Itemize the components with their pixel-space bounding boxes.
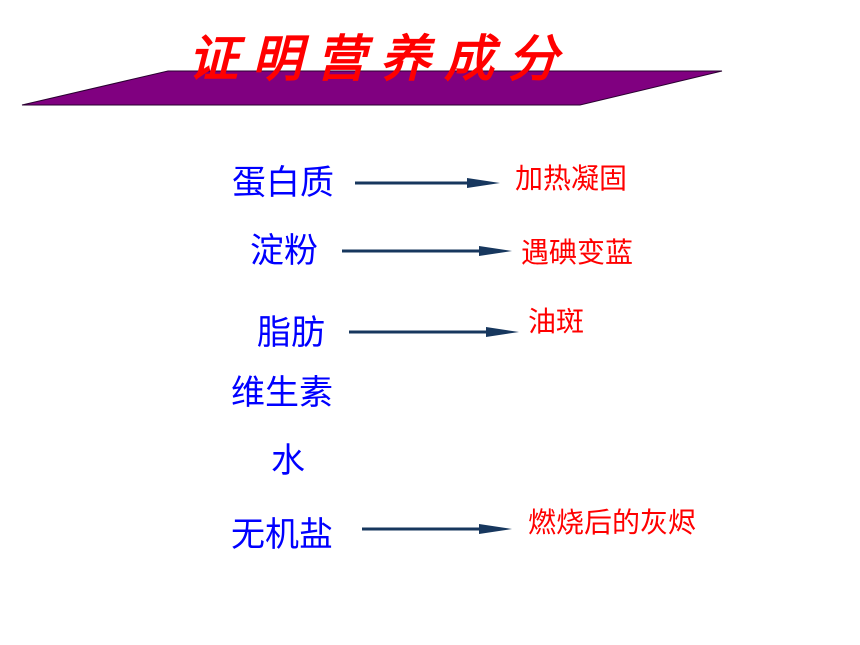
arrow-icon	[342, 246, 512, 256]
result-starch: 遇碘变蓝	[521, 236, 634, 269]
term-fat: 脂肪	[257, 313, 325, 353]
result-fat: 油斑	[528, 305, 585, 338]
term-water: 水	[271, 441, 305, 481]
term-minerals: 无机盐	[231, 515, 333, 555]
page-title: 证明营养成分	[188, 30, 572, 88]
term-protein: 蛋白质	[232, 163, 334, 203]
arrow-icon	[349, 327, 519, 337]
result-minerals: 燃烧后的灰烬	[528, 506, 697, 539]
title-banner	[21, 70, 723, 106]
arrow-icon	[362, 524, 512, 534]
banner-shape	[21, 70, 723, 106]
term-starch: 淀粉	[250, 231, 318, 271]
result-protein: 加热凝固	[515, 162, 628, 195]
arrow-icon	[355, 178, 500, 188]
term-vitamin: 维生素	[231, 373, 333, 413]
